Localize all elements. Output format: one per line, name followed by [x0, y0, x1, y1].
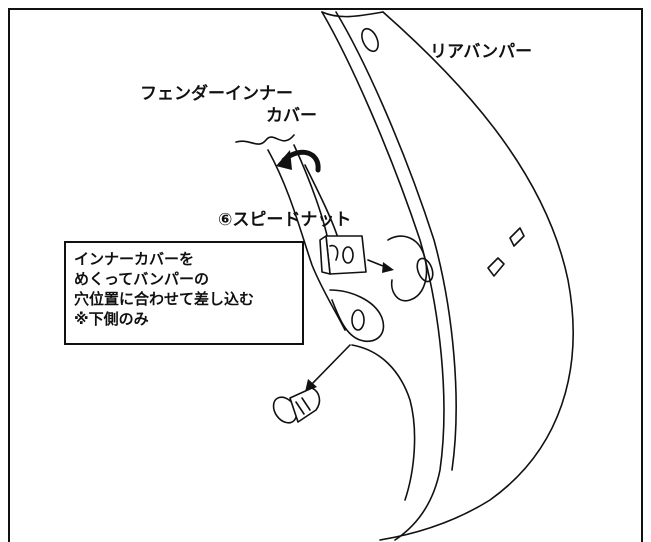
bumper-flange-line-2: [335, 11, 457, 471]
bumper-tab-1: [487, 257, 505, 277]
bumper-outer-edge: [379, 11, 574, 541]
bumper-bracket: [387, 235, 428, 302]
clip-insert-arrowhead: [305, 379, 317, 392]
nut-insert-arrowhead: [382, 262, 394, 273]
note-line: インナーカバーを: [74, 250, 195, 268]
flip-arrow-head: [276, 150, 292, 170]
fender-inner-cover-edge-2: [267, 149, 346, 331]
lower-bracket-hole: [351, 309, 365, 331]
instruction-note-box: インナーカバーを めくってバンパーの 穴位置に合わせて差し込む ※下側のみ: [64, 241, 304, 345]
label-fender-inner-cover-line2: カバー: [266, 106, 317, 126]
label-speed-nut: ⑥スピードナット: [218, 210, 352, 230]
lower-cover-edge: [351, 344, 416, 501]
label-fender-inner-cover-line1: フェンダーインナー: [140, 84, 293, 104]
fender-inner-cover-edge-4: [304, 164, 341, 246]
bumper-top-lip: [321, 11, 384, 18]
lower-bracket: [329, 289, 385, 342]
fender-inner-cover-edge: [235, 134, 295, 145]
bumper-mount-hole: [416, 257, 434, 283]
label-rear-bumper: リアバンパー: [430, 42, 533, 62]
push-clip: [272, 387, 321, 424]
note-line: ※下側のみ: [74, 310, 149, 328]
bumper-tab-2: [509, 227, 525, 247]
speed-nut: [319, 235, 367, 275]
fender-inner-cover-edge-3: [293, 144, 331, 251]
bumper-upper-hole: [361, 27, 379, 53]
note-line: 穴位置に合わせて差し込む: [74, 290, 255, 308]
clip-insert-arrow: [309, 344, 351, 387]
note-line: めくってバンパーの: [74, 270, 210, 288]
bumper-flange-line: [321, 11, 445, 541]
